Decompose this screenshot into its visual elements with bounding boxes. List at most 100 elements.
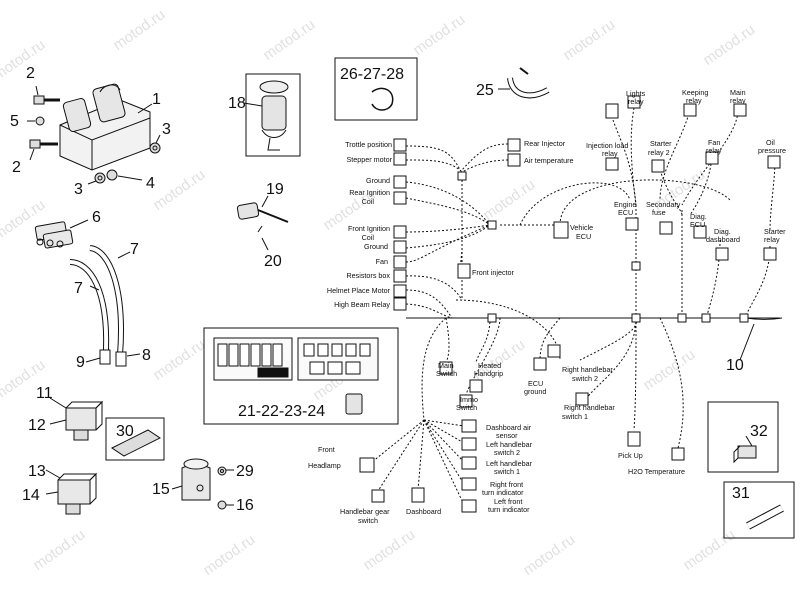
connector-box [393, 297, 407, 311]
bracket-part [181, 458, 211, 501]
connector-squares [359, 95, 781, 513]
label-front-ignition: Front Ignition [348, 224, 390, 233]
junction-box [631, 313, 641, 323]
label-diag-dashboard-2: dashboard [706, 235, 740, 244]
label-right-handlebar-switch-1b: switch 1 [562, 412, 588, 421]
connector-box [507, 153, 521, 167]
label-left-handlebar-switch-1: Left handlebar [486, 459, 533, 468]
label-ground: Ground [364, 242, 388, 251]
label-keeping-relay-2: relay [686, 96, 702, 105]
connector-box [683, 103, 697, 117]
label-diag-dashboard: Diag. [714, 227, 731, 236]
junction-box [677, 313, 687, 323]
label-front-headlamp-2: Headlamp [308, 461, 341, 470]
cable-part [69, 245, 127, 367]
label-ground: Ground [366, 176, 390, 185]
label-helmet-place-motor: Helmet Place Motor [327, 286, 391, 295]
label-right-handlebar-switch-1: Right handlebar [564, 403, 615, 412]
label-engine-ecu: Engine [614, 200, 636, 209]
junction-box [487, 220, 497, 230]
connector-box [461, 456, 477, 470]
connector-box [767, 155, 781, 169]
connector-box [671, 447, 685, 461]
connector-box [627, 431, 641, 447]
label-dashboard-air-sensor: Dashboard air [486, 423, 532, 432]
label-oil-pressure-2: pressure [758, 146, 786, 155]
connector-box [461, 499, 477, 513]
label-ecu-ground: ECU [528, 379, 543, 388]
connector-box [393, 240, 407, 254]
connector-box [705, 151, 719, 165]
label-dashboard: Dashboard [406, 507, 441, 516]
label-vehicle-ecu: Vehicle [570, 223, 593, 232]
label-starter-relay-2b: relay 2 [648, 148, 670, 157]
label-main-switch: Main [438, 361, 454, 370]
connector-box [393, 225, 407, 239]
pad-part [111, 429, 161, 457]
relay-holder-part [59, 83, 151, 171]
mid-labels: Rear Injector Air temperature Front inje… [436, 139, 685, 476]
label-right-front-turn-indicator: Right front [490, 480, 523, 489]
callout-26-28: 26-27-28 [340, 66, 404, 83]
screw-part [33, 85, 60, 105]
connector-block-part [34, 221, 74, 249]
label-vehicle-ecu-2: ECU [576, 232, 591, 241]
connector-box [393, 191, 407, 205]
junction-box [701, 313, 711, 323]
label-right-handlebar-switch-2: Right handlebar [562, 365, 613, 374]
junction-box [487, 313, 497, 323]
connector-box [651, 159, 665, 173]
connector-box [393, 255, 407, 269]
callout-13: 13 [28, 463, 46, 480]
callout-numbers: 1 2 5 2 3 3 4 6 7 7 9 8 11 12 30 13 14 1… [10, 65, 768, 514]
connector-box [763, 247, 777, 261]
connector-box [507, 138, 521, 152]
label-heated-handgrip: Heated [478, 361, 501, 370]
callout-12: 12 [28, 417, 46, 434]
label-main-relay-2: relay [730, 96, 746, 105]
label-engine-ecu-2: ECU [618, 208, 633, 217]
label-left-handlebar-switch-2b: switch 2 [494, 448, 520, 457]
connector-box [457, 263, 471, 279]
callout-18: 18 [228, 95, 246, 112]
label-dashboard-air-sensor-2: sensor [496, 431, 518, 440]
connector-box [469, 379, 483, 393]
label-right-front-turn-indicator-2: turn indicator [482, 488, 524, 497]
connector-box [693, 225, 707, 239]
callout-15: 15 [152, 481, 170, 498]
label-high-beam-relay: High Beam Relay [334, 300, 390, 309]
connector-box [733, 103, 747, 117]
label-starter-relay-2: relay [764, 235, 780, 244]
label-trottle-position: Trottle position [345, 140, 392, 149]
connector-box [393, 138, 407, 152]
connector-box [411, 487, 425, 503]
callout-9: 9 [76, 354, 85, 371]
label-ecu-ground-2: ground [524, 387, 546, 396]
label-front-injector: Front injector [472, 268, 515, 277]
connector-box [393, 284, 407, 298]
screw-part [29, 139, 58, 161]
label-diag-ecu-2: ECU [690, 220, 705, 229]
label-stepper-motor: Stepper motor [346, 155, 392, 164]
callout-30: 30 [116, 423, 134, 440]
callout-29: 29 [236, 463, 254, 480]
label-injection-load-relay-2: relay [602, 149, 618, 158]
label-main-relay: Main [730, 88, 746, 97]
label-starter-relay-2: Starter [650, 139, 672, 148]
label-left-front-turn-indicator: Left front [494, 497, 522, 506]
label-oil-pressure: Oil [766, 138, 775, 147]
label-left-front-turn-indicator-2: turn indicator [488, 505, 530, 514]
callout-7: 7 [130, 241, 139, 258]
callout-4: 4 [146, 175, 155, 192]
callout-2: 2 [12, 159, 21, 176]
label-immo-switch: Immo [460, 395, 478, 404]
connector-box [461, 437, 477, 451]
label-pick-up: Pick Up [618, 451, 643, 460]
connector-box [393, 269, 407, 283]
label-fan-relay: Fan [708, 138, 720, 147]
top-labels: Lights relay Keeping relay Main relay In… [586, 88, 786, 244]
callout-1: 1 [152, 91, 161, 108]
label-h2o-temperature: H2O Temperature [628, 467, 685, 476]
sensor-part [236, 202, 289, 233]
